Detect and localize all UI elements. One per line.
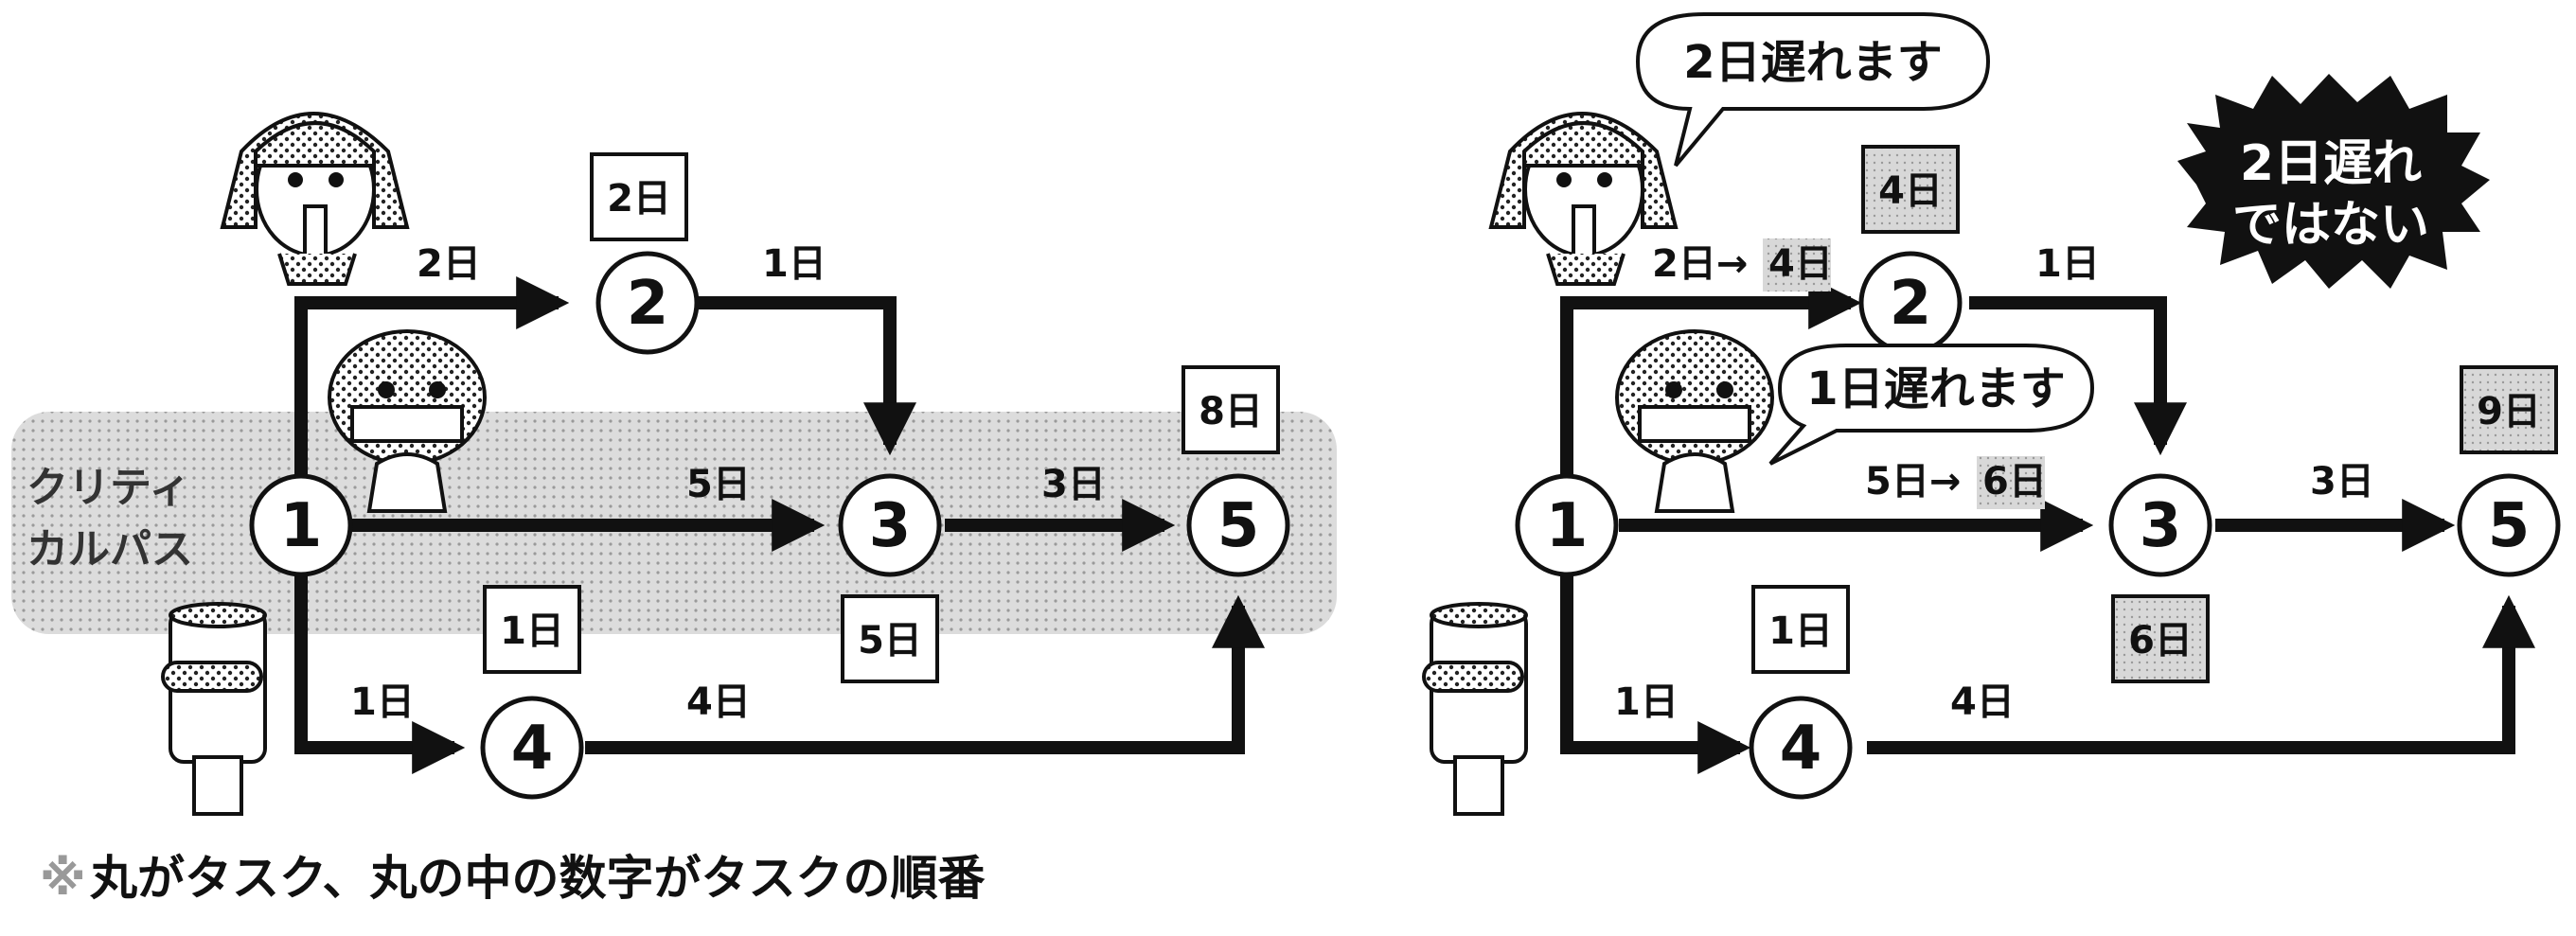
burst-text: 2日遅れ bbox=[2240, 135, 2422, 192]
duration-box-changed bbox=[1861, 145, 1960, 234]
task-number: 4 bbox=[1780, 714, 1822, 784]
man-character-icon bbox=[1615, 329, 1774, 513]
edge-label: 1日 bbox=[2035, 242, 2100, 286]
task-number: 1 bbox=[1546, 491, 1589, 561]
robot-character-icon bbox=[161, 602, 267, 816]
task-node bbox=[1749, 696, 1853, 800]
edge-label: 3日 bbox=[2310, 460, 2374, 503]
edge-1-4 bbox=[294, 573, 466, 774]
edge-1-4 bbox=[1560, 573, 1751, 774]
duration-label: 9日 bbox=[2477, 390, 2541, 433]
edge-4-5 bbox=[1867, 594, 2535, 754]
edge-label: 5日→ bbox=[1865, 460, 1961, 503]
edge-1-2 bbox=[294, 276, 570, 478]
task-number: 3 bbox=[869, 491, 912, 561]
duration-label: 6日 bbox=[2128, 619, 2193, 662]
task-node bbox=[2457, 473, 2561, 577]
burst-text: ではない bbox=[2232, 197, 2429, 254]
duration-box bbox=[1751, 585, 1850, 674]
edge-label-new: 6日 bbox=[1982, 460, 2047, 503]
edge-4-5 bbox=[585, 594, 1265, 754]
right-diagram: 2日→ 4日 1日 5日→ 6日 3日 1日 4日 4日 6日 1日 9日 1 … bbox=[1422, 12, 2561, 816]
duration-label: 5日 bbox=[858, 619, 922, 662]
task-number: 5 bbox=[1217, 491, 1260, 561]
task-number: 2 bbox=[1890, 269, 1932, 339]
task-number: 5 bbox=[2488, 491, 2531, 561]
duration-box bbox=[1181, 365, 1280, 454]
duration-box bbox=[483, 585, 581, 674]
edge-2-3 bbox=[699, 296, 916, 456]
duration-box-changed bbox=[2460, 365, 2558, 454]
edge-label: 1日 bbox=[1614, 680, 1679, 724]
duration-box bbox=[841, 594, 939, 683]
woman-character-icon bbox=[1488, 112, 1679, 286]
critical-path-label: クリティ bbox=[27, 464, 190, 512]
edge-label: 4日 bbox=[1950, 680, 2015, 724]
edge-label-new: 4日 bbox=[1768, 242, 1833, 286]
task-node bbox=[838, 473, 942, 577]
burst-callout: 2日遅れ ではない bbox=[2177, 74, 2490, 289]
bubble-text: 2日遅れます bbox=[1683, 36, 1942, 89]
woman-character-icon bbox=[220, 112, 410, 286]
duration-label: 8日 bbox=[1199, 390, 1263, 433]
edge-label: 1日 bbox=[350, 680, 415, 724]
left-diagram: クリティ カルパス 2日 1日 5日 3日 1日 4日 2日 5日 1日 8日 bbox=[11, 112, 1337, 816]
changed-value-highlight bbox=[1977, 456, 2045, 509]
edge-label: 2日→ bbox=[1652, 242, 1748, 286]
task-number: 2 bbox=[627, 269, 669, 339]
task-node bbox=[480, 696, 584, 800]
robot-character-icon bbox=[1422, 602, 1528, 816]
task-node bbox=[595, 251, 700, 355]
edge-1-2 bbox=[1560, 276, 1862, 478]
speech-bubble: 2日遅れます bbox=[1635, 12, 1991, 168]
critical-path-label: カルパス bbox=[27, 525, 193, 574]
task-number: 1 bbox=[280, 491, 323, 561]
bubble-text: 1日遅れます bbox=[1806, 362, 2065, 415]
task-node bbox=[1186, 473, 1290, 577]
edge-label: 3日 bbox=[1041, 463, 1106, 506]
edge-label: 1日 bbox=[762, 242, 826, 286]
edge-label: 5日 bbox=[686, 463, 751, 506]
task-node bbox=[2108, 473, 2212, 577]
task-number: 3 bbox=[2140, 491, 2182, 561]
footnote-text: 丸がタスク、丸の中の数字がタスクの順番 bbox=[89, 851, 986, 906]
duration-label: 1日 bbox=[500, 609, 564, 653]
duration-label: 1日 bbox=[1768, 609, 1833, 653]
footnote-mark: ※ bbox=[40, 851, 86, 906]
duration-label: 4日 bbox=[1878, 169, 1943, 213]
changed-value-highlight bbox=[1763, 238, 1831, 291]
task-node bbox=[249, 473, 353, 577]
duration-box-changed bbox=[2111, 594, 2210, 683]
edge-label: 2日 bbox=[417, 242, 481, 286]
duration-box bbox=[590, 152, 688, 241]
edge-label: 4日 bbox=[686, 680, 751, 724]
speech-bubble: 1日遅れます bbox=[1768, 344, 2095, 466]
man-character-icon bbox=[328, 329, 487, 513]
duration-label: 2日 bbox=[607, 177, 671, 221]
task-node bbox=[1515, 473, 1619, 577]
edge-2-3 bbox=[1969, 296, 2187, 456]
task-number: 4 bbox=[511, 714, 554, 784]
